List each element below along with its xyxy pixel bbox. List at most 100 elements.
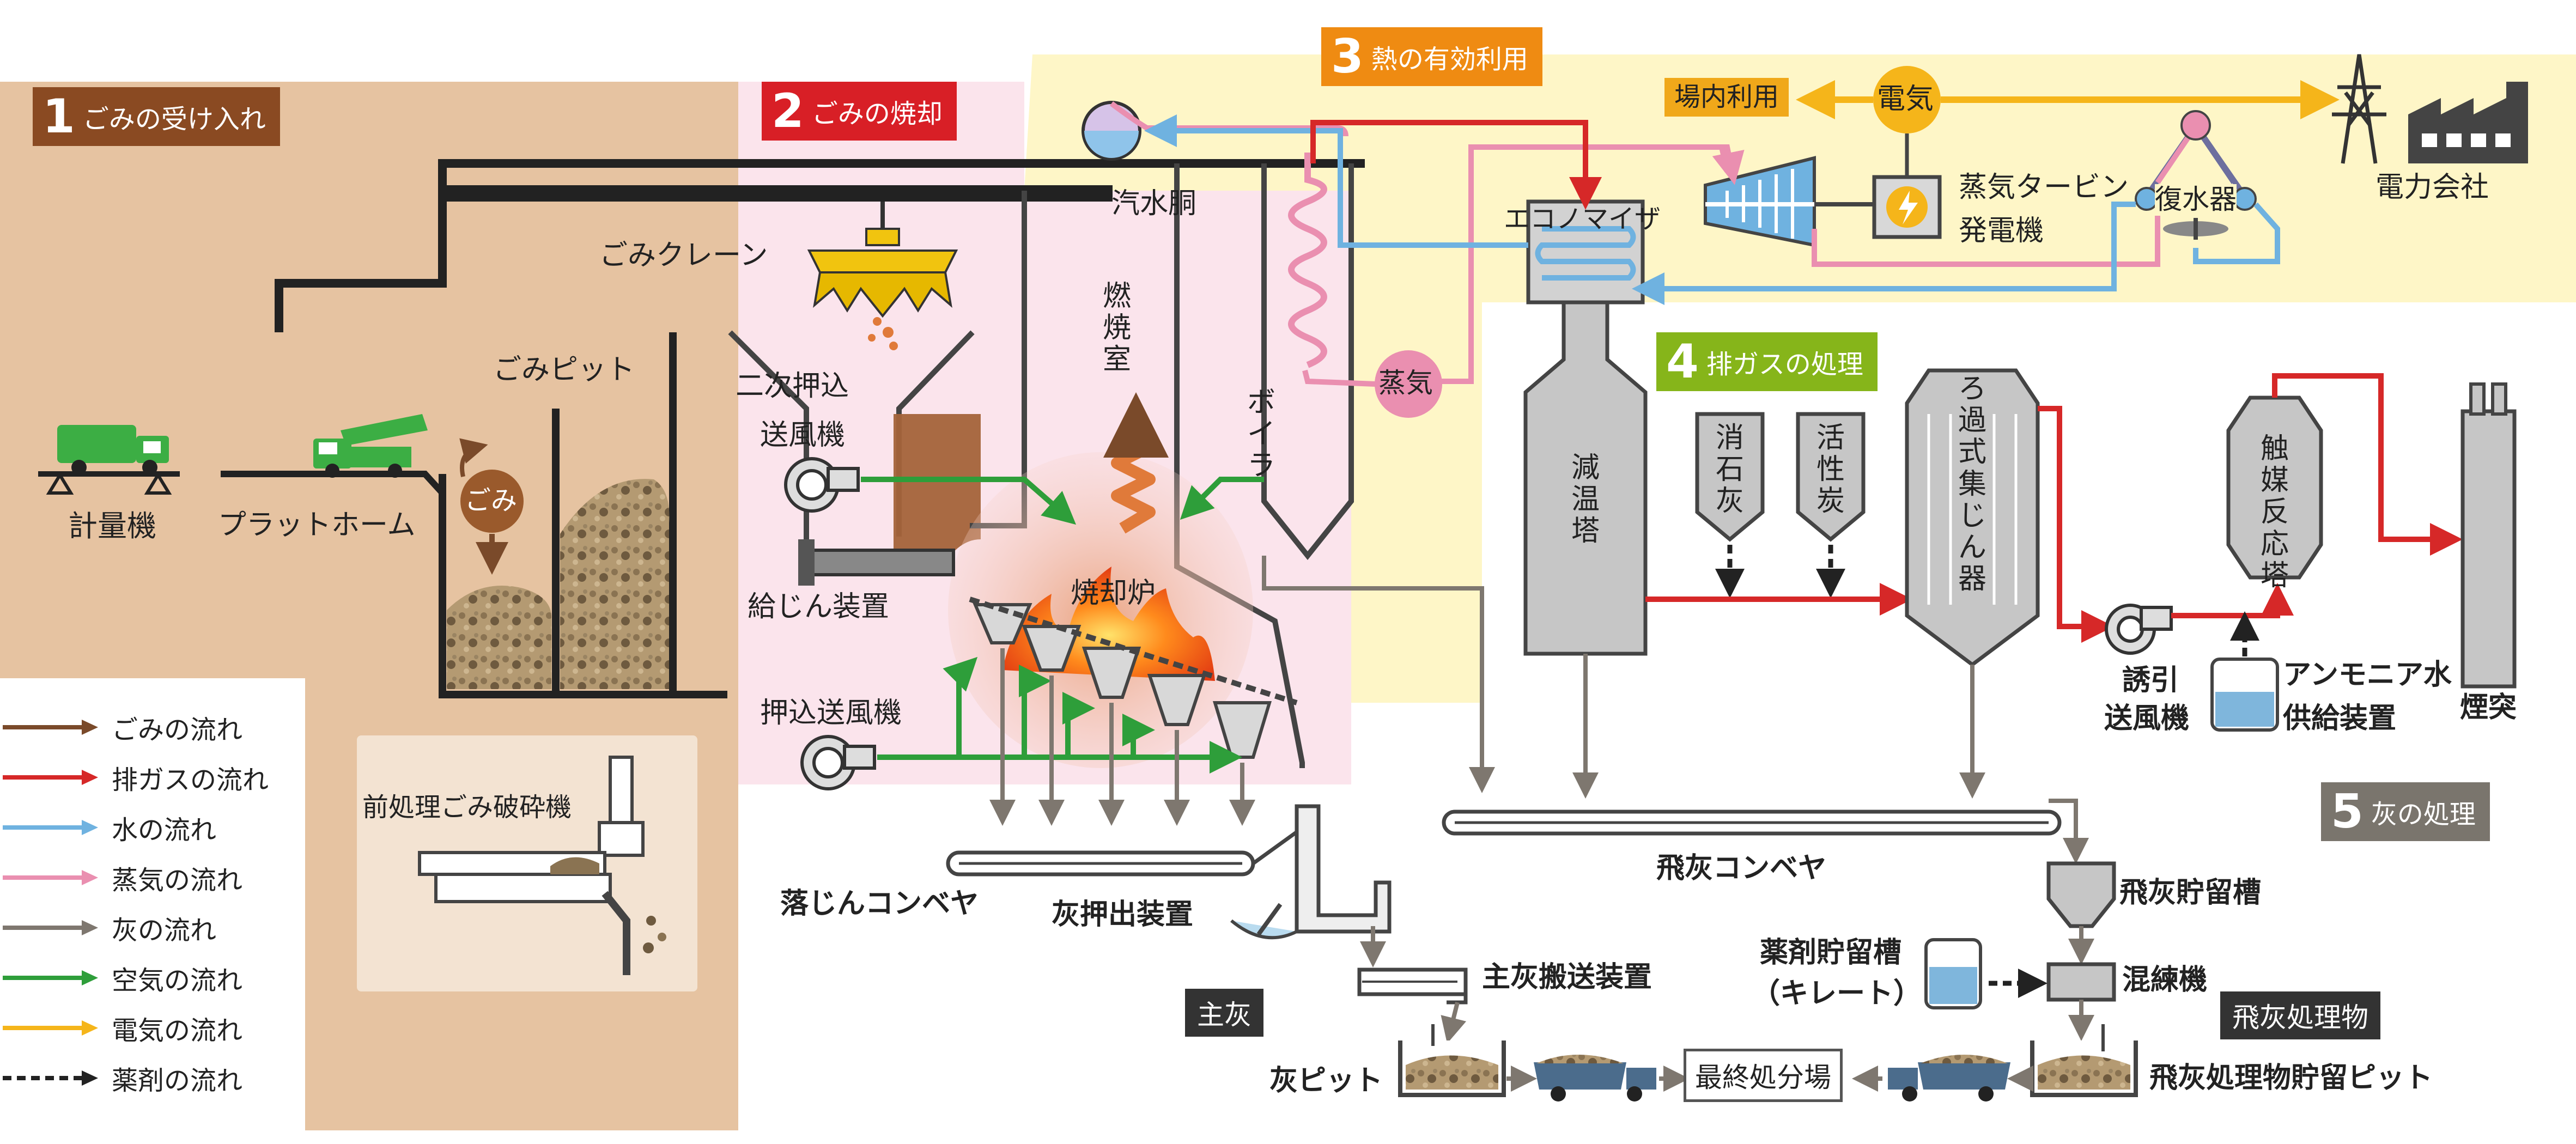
falling-waste-dots <box>868 317 898 350</box>
fly-ash-conveyor-label: 飛灰コンベヤ <box>1656 852 1827 885</box>
exhaust-to-economizer <box>1310 120 1602 210</box>
filter-to-fan <box>2038 406 2114 643</box>
fan-to-catalyst <box>2171 583 2294 618</box>
ash-extruder <box>1295 804 1392 934</box>
legend-arrow-icon <box>3 970 98 985</box>
chimney <box>2460 409 2517 689</box>
catalytic-tower-label: 触媒反応塔 <box>2260 433 2289 592</box>
slaked-lime-silo <box>1695 412 1765 542</box>
steam-lines <box>1110 101 2160 387</box>
ash-treatment <box>1262 556 2138 1102</box>
stoker-grates <box>969 597 1298 759</box>
legend-arrow-icon <box>3 1070 98 1086</box>
fly-ash-tank-label: 飛灰貯留槽 <box>2119 877 2262 909</box>
legend-arrow-icon <box>3 920 98 935</box>
induced-fan-label-2: 送風機 <box>2104 702 2190 735</box>
section2-badge: 2 ごみの焼却 <box>762 82 957 141</box>
legend-label: 排ガスの流れ <box>112 765 269 795</box>
section1-number: 1 <box>42 89 75 144</box>
legend-label: 薬剤の流れ <box>112 1066 243 1096</box>
ammonia-label-1: アンモニア水 <box>2283 659 2452 691</box>
boiler-label: ボイラ <box>1247 386 1275 483</box>
legend-item: 空気の流れ <box>0 959 242 997</box>
power-company-label: 電力会社 <box>2375 171 2489 204</box>
main-ash-transport-label: 主灰搬送装置 <box>1482 961 1652 994</box>
legend-label: 空気の流れ <box>112 965 243 996</box>
gas-treatment <box>1523 300 2517 732</box>
combustion-chamber-label: 燃焼室 <box>1102 280 1131 376</box>
crane-label: ごみクレーン <box>599 239 768 272</box>
condenser-icon <box>2135 110 2257 240</box>
platform-floor <box>221 471 445 496</box>
boiler-tubes <box>1288 153 1327 368</box>
secondary-fan-icon <box>784 457 860 513</box>
section3-background <box>1024 54 2576 703</box>
legend-item: 灰の流れ <box>0 909 216 947</box>
secondary-fan-label-2: 送風機 <box>760 419 846 452</box>
section2-title: ごみの焼却 <box>811 99 943 129</box>
onsite-use-badge: 場内利用 <box>1664 78 1789 117</box>
activated-carbon-label: 活性炭 <box>1816 422 1845 518</box>
condenser-label: 復水器 <box>2155 184 2237 216</box>
legend-item: 蒸気の流れ <box>0 859 242 897</box>
scale-support-right <box>144 472 172 495</box>
section3-title: 熱の有効利用 <box>1371 44 1528 75</box>
activated-carbon-silo <box>1796 412 1866 542</box>
secondary-fan-label-1: 二次押込 <box>736 370 849 403</box>
crane-rail <box>442 185 1113 202</box>
water-lines <box>1144 114 2280 305</box>
scale-label: 計量機 <box>68 509 156 543</box>
legend-arrow-icon <box>3 720 98 735</box>
gomi-bubble-arrow <box>459 438 488 477</box>
main-ash-tag: 主灰 <box>1185 989 1263 1037</box>
incinerator-label: 焼却炉 <box>1071 577 1156 610</box>
dumping-truck-icon <box>313 414 428 478</box>
legend-item: 薬剤の流れ <box>0 1059 242 1097</box>
induced-fan-icon <box>2105 604 2173 655</box>
legend-item: 排ガスの流れ <box>0 758 269 796</box>
catalyst-to-chimney <box>2272 373 2463 556</box>
induced-fan-label-1: 誘引 <box>2122 664 2179 697</box>
legend-label: ごみの流れ <box>112 715 243 745</box>
chelate-tank-label-1: 薬剤貯留槽 <box>1760 936 1902 969</box>
section5-badge: 5 灰の処理 <box>2321 782 2490 841</box>
section5-number: 5 <box>2331 784 2364 839</box>
electricity-bubble <box>1873 66 1941 133</box>
garbage-truck-icon <box>57 425 169 475</box>
kneader-label: 混練機 <box>2122 964 2208 996</box>
preprocess-crusher-icon <box>418 756 666 975</box>
economizer-box <box>1526 199 1645 305</box>
chelate-tank-icon <box>1924 938 1982 1009</box>
section4-badge: 4 排ガスの処理 <box>1656 332 1878 391</box>
legend-arrow-icon <box>3 1020 98 1036</box>
boiler-outline <box>1261 163 1354 561</box>
legend-arrow-icon <box>3 870 98 885</box>
heat-recovery <box>1082 54 2528 418</box>
legend-label: 灰の流れ <box>112 915 217 946</box>
legend-label: 水の流れ <box>112 815 217 845</box>
preprocess-crusher-label: 前処理ごみ破砕機 <box>362 792 572 823</box>
legend-arrow-icon <box>3 820 98 835</box>
feeder-ram <box>810 549 955 576</box>
platform-label: プラットホーム <box>218 509 416 541</box>
section1-title: ごみの受け入れ <box>82 104 266 135</box>
section1-badge: 1 ごみの受け入れ <box>33 87 280 146</box>
drum-label: 汽水胴 <box>1111 187 1197 220</box>
kneader-box <box>2046 962 2116 1002</box>
section3-number: 3 <box>1331 29 1364 84</box>
steam-bubble-text: 蒸気 <box>1378 367 1433 399</box>
fly-ash-tank <box>2046 861 2116 928</box>
pit-outline <box>439 474 727 698</box>
ash-drop-lines <box>989 648 1255 826</box>
section2-number: 2 <box>771 84 804 138</box>
slaked-lime-label: 消石灰 <box>1715 422 1744 518</box>
crane-grab-icon <box>807 228 958 318</box>
section1-background-strip <box>0 678 305 1130</box>
gomi-bubble-text: ごみ <box>465 485 518 516</box>
factory-icon <box>2408 82 2528 163</box>
scale-support-left <box>46 472 74 495</box>
forced-fan-label: 押込送風機 <box>760 697 902 729</box>
legend-arrow-icon <box>3 770 98 785</box>
